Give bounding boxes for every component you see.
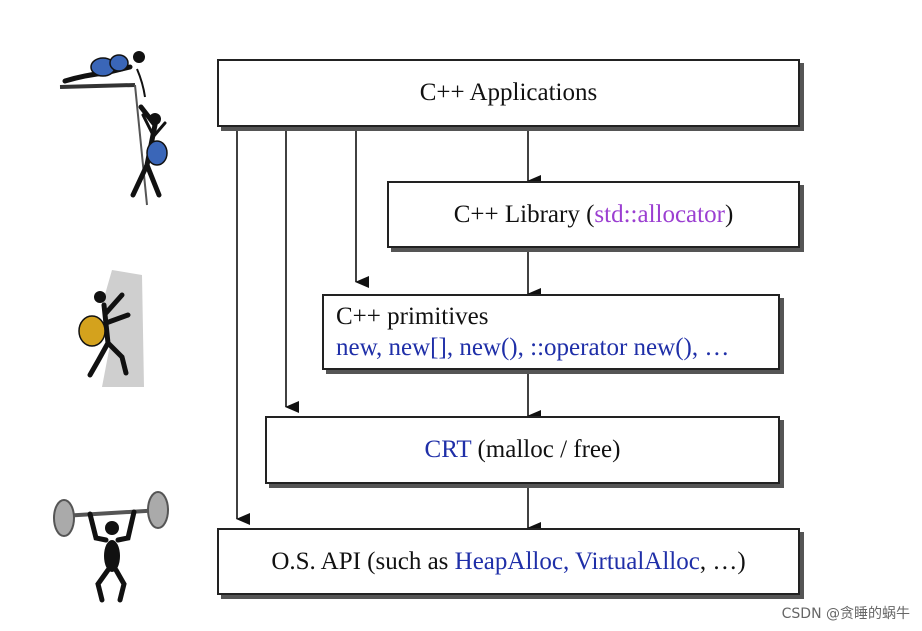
crt-suffix: (malloc / free) (471, 436, 621, 463)
rock-climber-icon (78, 270, 144, 387)
crt-text: CRT (424, 436, 472, 463)
cpp-applications-label: C++ Applications (419, 79, 598, 106)
std-allocator-text: std::allocator (594, 200, 725, 228)
cpp-library-prefix: C++ Library ( (453, 200, 595, 228)
cpp-primitives-list: new, new[], new(), ::operator new(), … (336, 334, 730, 361)
os-api-box: O.S. API (such as HeapAlloc, VirtualAllo… (217, 528, 800, 595)
cpp-library-suffix: ) (724, 200, 734, 228)
cpp-primitives-box: C++ primitives new, new[], new(), ::oper… (322, 294, 780, 370)
cpp-library-label: C++ Library (std::allocator) (454, 201, 734, 229)
os-api-prefix: O.S. API (such as (271, 547, 455, 575)
os-api-label: O.S. API (such as HeapAlloc, VirtualAllo… (271, 548, 745, 576)
climbers-icon (59, 51, 168, 206)
crt-box: CRT (malloc / free) (265, 416, 780, 484)
cpp-primitives-title: C++ primitives (336, 303, 489, 330)
watermark: CSDN @贪睡的蜗牛 (781, 606, 910, 622)
weightlifter-icon (53, 491, 169, 603)
os-api-suffix: , …) (699, 547, 746, 575)
crt-label: CRT (malloc / free) (425, 436, 621, 464)
cpp-library-box: C++ Library (std::allocator) (387, 181, 800, 248)
cpp-applications-box: C++ Applications (217, 59, 800, 127)
os-api-functions: HeapAlloc, VirtualAlloc (454, 547, 700, 575)
